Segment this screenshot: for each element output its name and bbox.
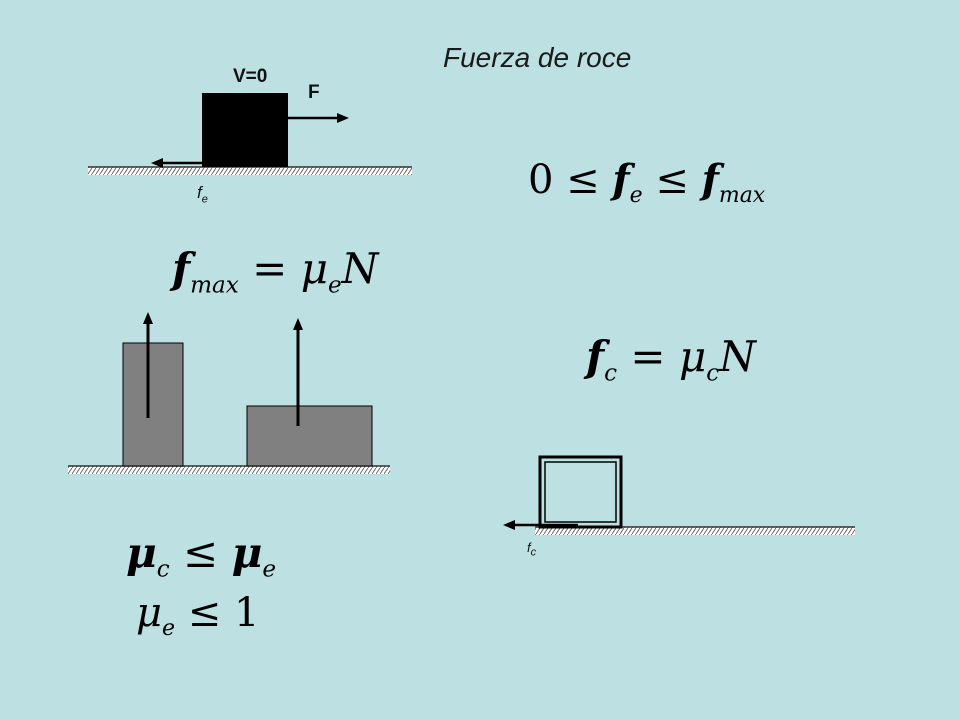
static-friction-diagram <box>88 93 412 175</box>
kinetic-friction-equation: fc = μcN <box>586 332 756 387</box>
static-friction-label: fe <box>197 183 208 206</box>
black-block <box>202 93 288 167</box>
kinetic-friction-arrow <box>503 520 578 530</box>
ground-surface-top <box>88 167 412 175</box>
static-friction-arrow <box>151 158 202 168</box>
ground-surface-right <box>535 527 855 535</box>
friction-coefficient-comparison: μc ≤ μe <box>126 528 277 583</box>
wide-block <box>246 405 373 467</box>
static-friction-range-equation: 0 ≤ fe ≤ fmax <box>528 156 766 208</box>
ground-surface-middle <box>68 466 390 474</box>
velocity-label: V=0 <box>233 66 268 87</box>
static-coefficient-bound: μe ≤ 1 <box>136 590 260 641</box>
normal-force-diagram <box>68 312 390 474</box>
outlined-block <box>538 455 623 529</box>
max-static-friction-equation: fmax = μeN <box>172 244 379 299</box>
applied-force-arrow <box>288 113 349 123</box>
tall-block <box>122 342 184 467</box>
force-label: F <box>308 82 320 103</box>
normal-force-arrow-wide <box>293 318 303 426</box>
kinetic-friction-diagram <box>503 455 855 535</box>
kinetic-friction-label: fc <box>527 540 537 559</box>
slide-title: Fuerza de roce <box>443 42 632 73</box>
normal-force-arrow-tall <box>143 312 153 418</box>
